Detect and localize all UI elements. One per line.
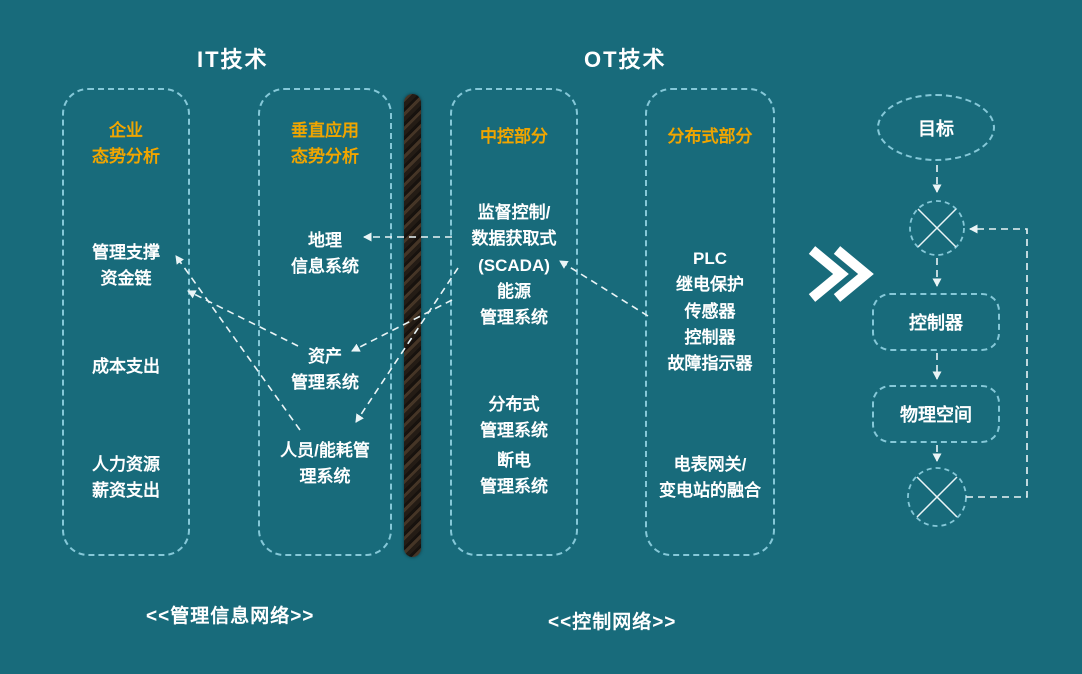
column-vertical-application: 垂直应用 态势分析 地理 信息系统 资产 管理系统 人员/能耗管 理系统	[258, 88, 392, 556]
flow-node-goal: 目标	[877, 94, 995, 161]
crossed-circle-junction-top	[909, 200, 965, 256]
item-hr-payroll: 人力资源 薪资支出	[92, 455, 160, 501]
it-ot-separator-bar	[404, 94, 421, 557]
column-header-central-control: 中控部分	[480, 127, 548, 146]
column-central-control: 中控部分 监督控制/ 数据获取式 (SCADA) 能源 管理系统 分布式 管理系…	[450, 88, 578, 556]
flow-node-controller: 控制器	[872, 293, 1000, 351]
flow-node-goal-label: 目标	[918, 118, 954, 139]
flow-node-physical-space: 物理空间	[872, 385, 1000, 443]
junction-top-x-icon	[917, 208, 957, 248]
column-header-vertical-app: 垂直应用 态势分析	[291, 121, 359, 167]
item-gis: 地理 信息系统	[291, 231, 359, 277]
item-distributed-management: 分布式 管理系统	[480, 395, 548, 441]
feedback-loop-line	[966, 224, 1028, 498]
item-personnel-energy-management: 人员/能耗管 理系统	[280, 441, 370, 487]
flow-node-physical-space-label: 物理空间	[900, 405, 972, 425]
item-scada-energy-management: 监督控制/ 数据获取式 (SCADA) 能源 管理系统	[471, 203, 557, 328]
item-cost-expenditure: 成本支出	[92, 357, 160, 376]
item-management-support-funds: 管理支撑 资金链	[92, 243, 160, 289]
control-network-label: <<控制网络>>	[548, 612, 677, 633]
management-info-network-label: <<管理信息网络>>	[146, 606, 315, 627]
double-chevron-right-icon	[808, 246, 874, 302]
item-plc-relay-sensor-controller: PLC 继电保护 传感器 控制器 故障指示器	[667, 249, 753, 374]
column-header-enterprise: 企业 态势分析	[92, 121, 160, 167]
column-distributed-part: 分布式部分 PLC 继电保护 传感器 控制器 故障指示器 电表网关/ 变电站的融…	[645, 88, 775, 556]
column-header-distributed: 分布式部分	[667, 127, 753, 146]
item-outage-management: 断电 管理系统	[480, 451, 548, 497]
crossed-circle-junction-bottom	[907, 467, 967, 527]
ot-section-title: OT技术	[584, 47, 667, 72]
it-section-title: IT技术	[197, 47, 269, 72]
flow-node-controller-label: 控制器	[909, 313, 963, 333]
column-enterprise-analysis: 企业 态势分析 管理支撑 资金链 成本支出 人力资源 薪资支出	[62, 88, 190, 556]
item-meter-gateway-substation: 电表网关/ 变电站的融合	[659, 455, 761, 501]
junction-bottom-x-icon	[916, 476, 958, 518]
item-asset-management: 资产 管理系统	[291, 347, 359, 393]
